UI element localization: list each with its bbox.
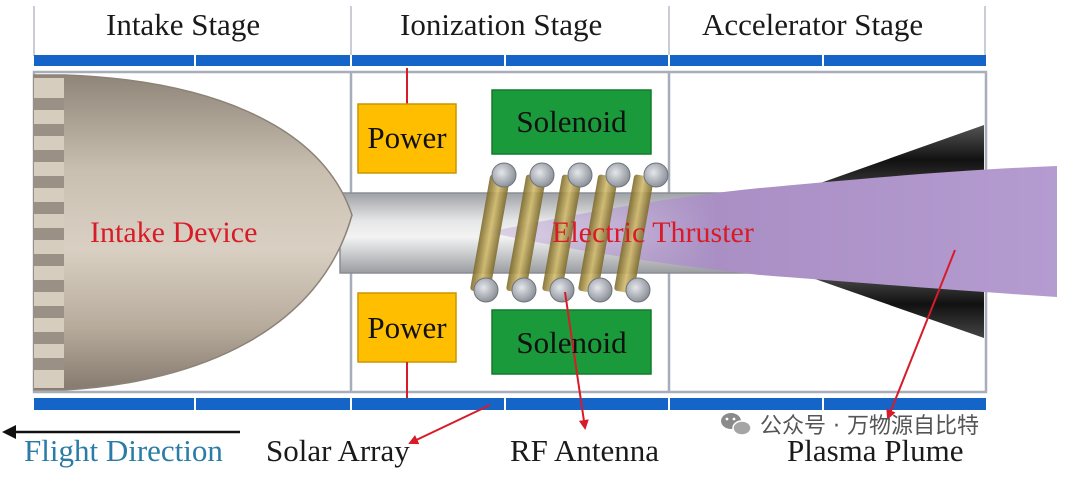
rf-antenna-label: RF Antenna xyxy=(510,433,659,468)
wechat-icon xyxy=(721,413,752,436)
solar-array-top xyxy=(34,55,986,66)
power-box-bottom xyxy=(357,292,457,363)
flight-direction-arrow xyxy=(2,425,240,439)
intake-device xyxy=(33,74,353,391)
flight-direction-label: Flight Direction xyxy=(24,433,223,468)
intake-grille xyxy=(34,78,64,388)
stage-header xyxy=(33,6,986,56)
stage-title-intake: Intake Stage xyxy=(106,7,261,42)
solenoid-label-top: Solenoid xyxy=(516,104,627,139)
rf-antenna-arrow xyxy=(564,291,589,430)
power-box-top xyxy=(357,103,457,174)
plasma-plume-arrow xyxy=(886,249,956,420)
plasma-plume xyxy=(488,166,1057,297)
solar-array-arrow xyxy=(408,404,491,445)
electric-thruster-label: Electric Thruster xyxy=(552,216,754,249)
stage-title-accelerator: Accelerator Stage xyxy=(702,7,924,42)
plasma-plume-label: Plasma Plume xyxy=(787,433,964,468)
solenoid-label-bottom: Solenoid xyxy=(516,325,627,360)
solenoid-top xyxy=(491,89,652,155)
solar-array-label: Solar Array xyxy=(266,433,410,468)
power-label-bottom: Power xyxy=(367,310,447,345)
watermark-text: 公众号 · 万物源自比特 xyxy=(760,414,979,439)
rf-antenna-coil xyxy=(470,162,669,303)
stage-title-ionization: Ionization Stage xyxy=(400,7,603,42)
intake-device-label: Intake Device xyxy=(90,216,258,249)
solar-array-bottom xyxy=(34,398,986,410)
power-label-top: Power xyxy=(367,120,447,155)
